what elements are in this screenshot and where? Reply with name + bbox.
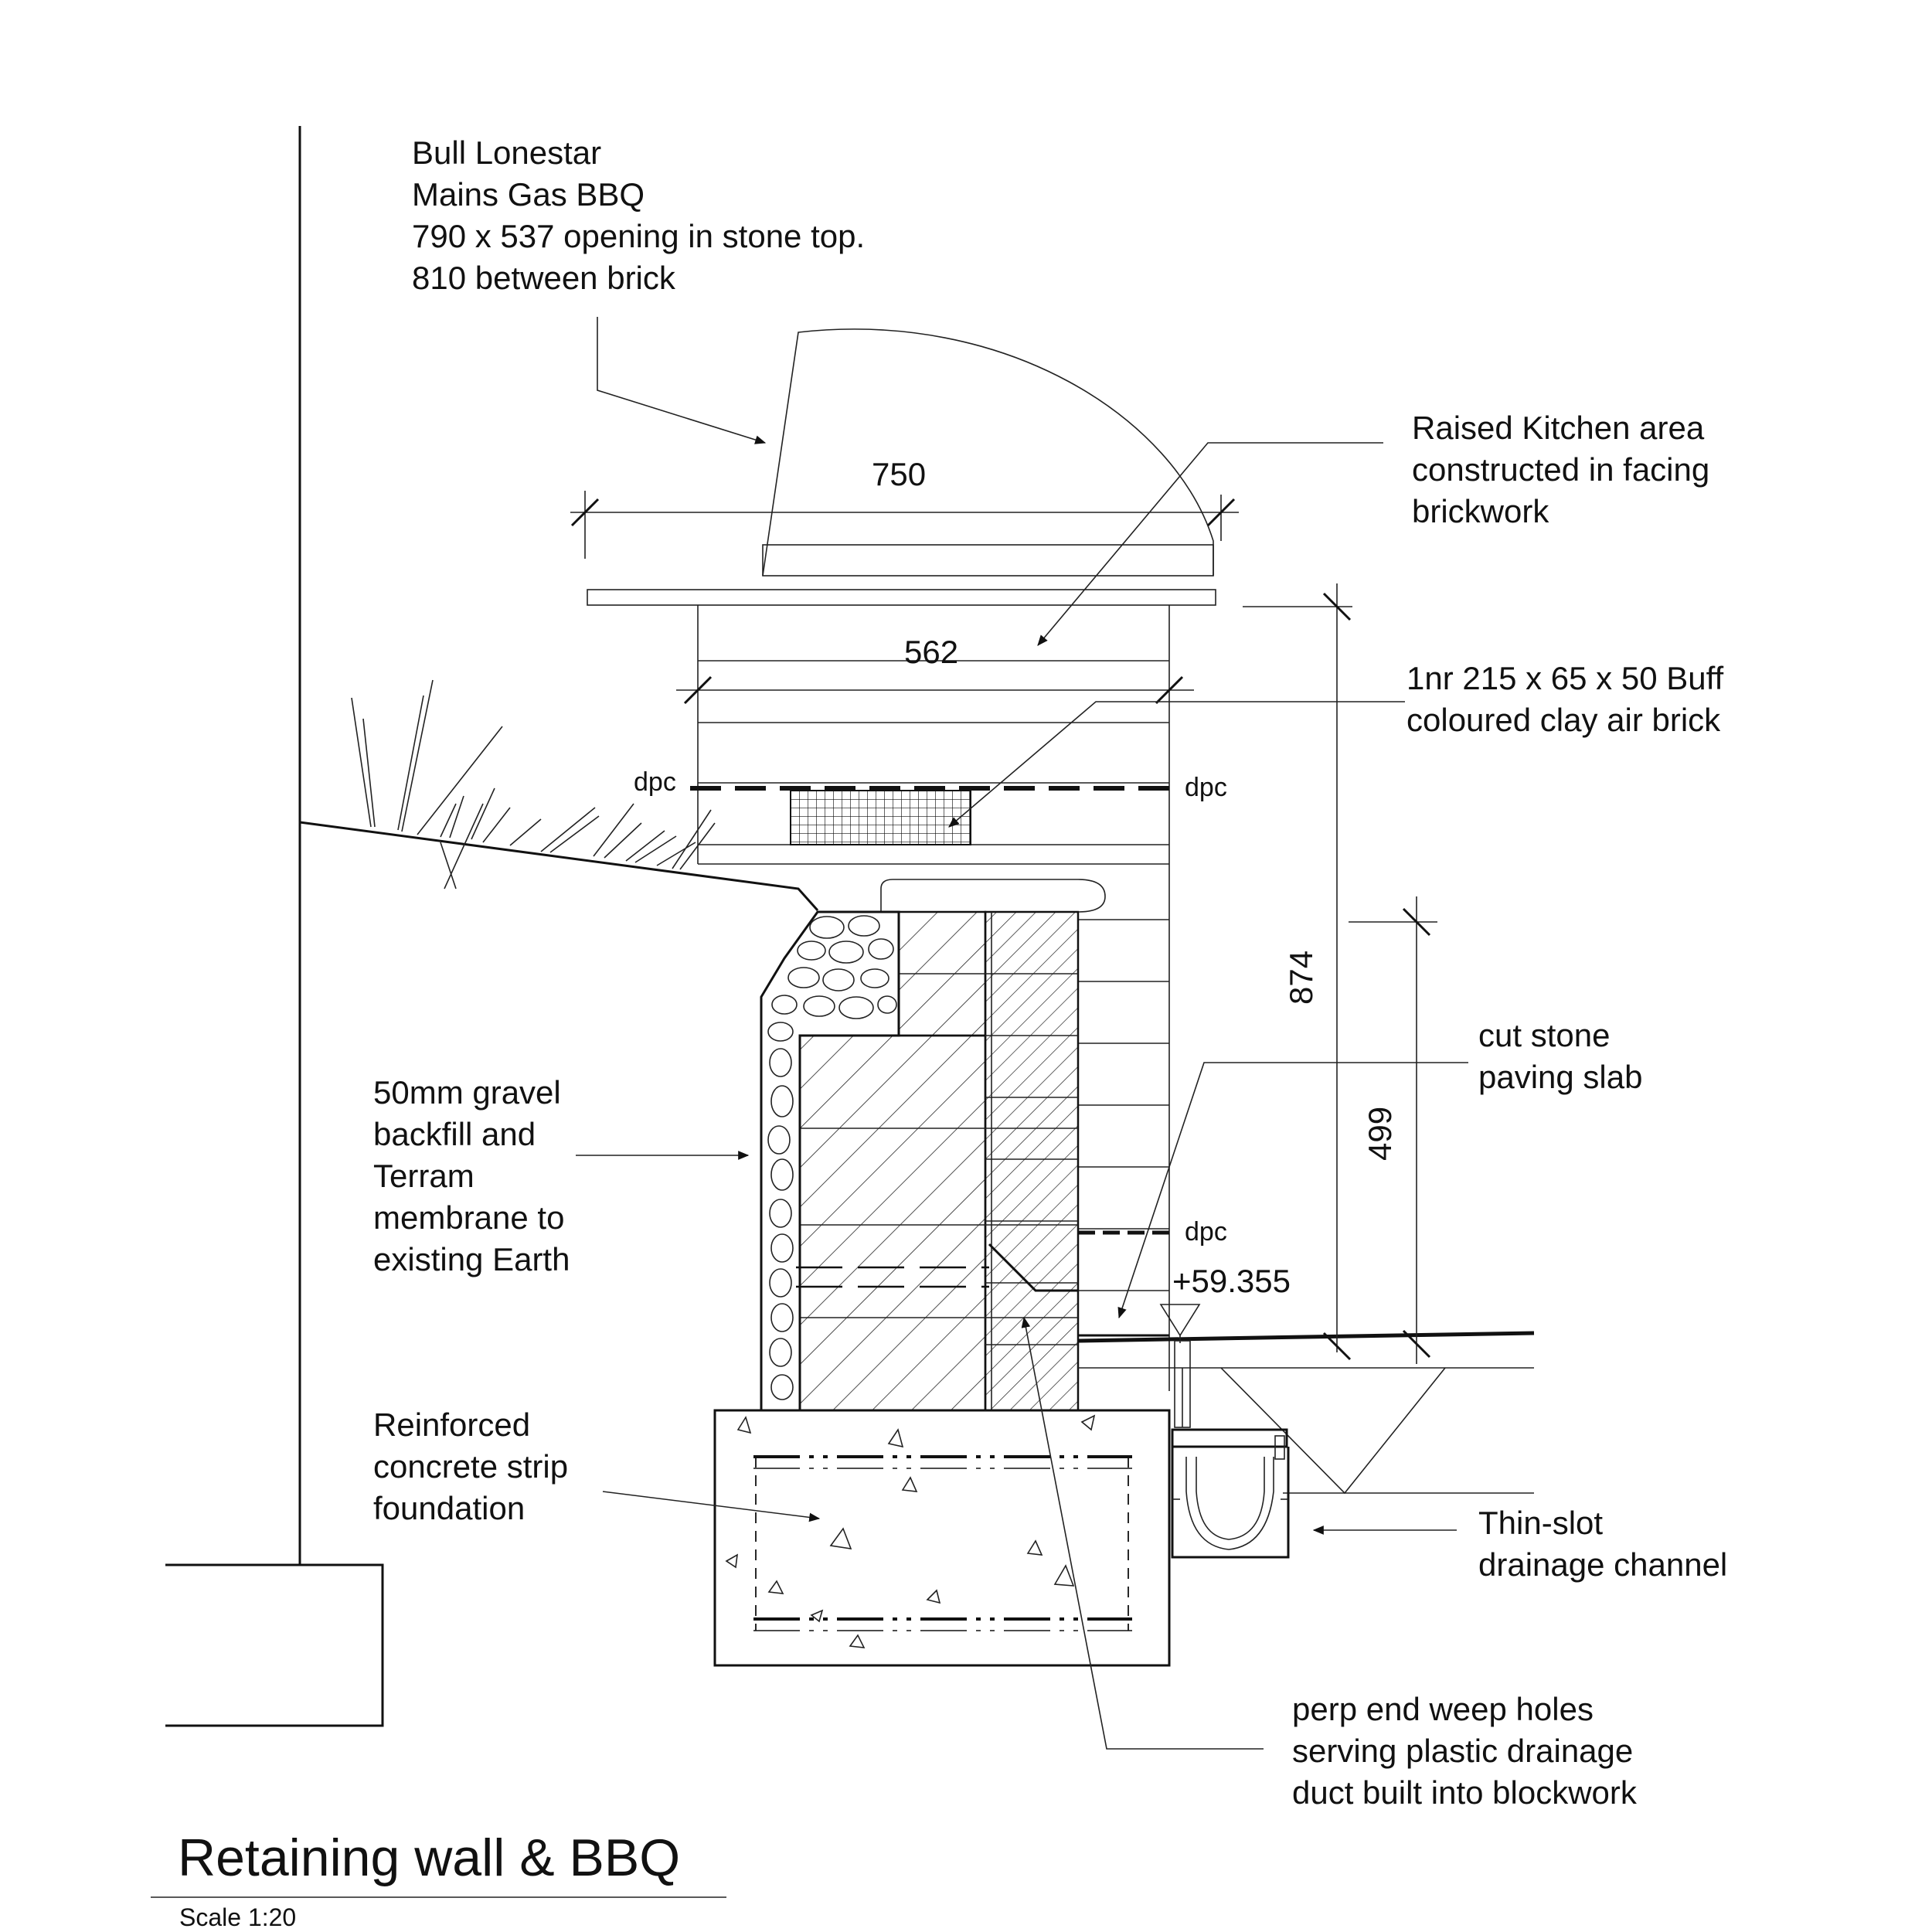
- concrete-foundation: [713, 1409, 1171, 1667]
- drawing-scale: Scale 1:20: [179, 1903, 296, 1931]
- retaining-blockwork: [796, 910, 1080, 1412]
- bbq-unit: [762, 328, 1214, 577]
- svg-text:Bull Lonestar: Bull Lonestar: [412, 134, 601, 171]
- dimension-874-label: 874: [1283, 951, 1319, 1005]
- dpc-label-lower: dpc: [1185, 1217, 1227, 1247]
- svg-text:concrete strip: concrete strip: [373, 1448, 568, 1485]
- level-label: +59.355: [1172, 1263, 1291, 1299]
- stone-top: [587, 589, 1216, 606]
- svg-text:backfill and: backfill and: [373, 1116, 536, 1152]
- drainage-channel: [1171, 1340, 1290, 1559]
- svg-text:810 between brick: 810 between brick: [412, 260, 676, 296]
- coping-stone: [880, 879, 1106, 913]
- svg-text:duct built into blockwork: duct built into blockwork: [1292, 1774, 1638, 1811]
- svg-text:perp end weep holes: perp end weep holes: [1292, 1691, 1594, 1727]
- svg-text:cut stone: cut stone: [1478, 1017, 1610, 1053]
- svg-text:existing Earth: existing Earth: [373, 1241, 570, 1277]
- note-kitchen: Raised Kitchen area constructed in facin…: [1412, 410, 1709, 529]
- note-channel: Thin-slot drainage channel: [1478, 1505, 1727, 1583]
- svg-text:brickwork: brickwork: [1412, 493, 1549, 529]
- dimension-499: [1349, 896, 1437, 1364]
- ground-slope: [299, 679, 819, 911]
- air-brick: [790, 790, 971, 845]
- svg-text:serving plastic drainage: serving plastic drainage: [1292, 1733, 1633, 1769]
- existing-wall: [165, 126, 384, 1727]
- svg-text:coloured clay air brick: coloured clay air brick: [1406, 702, 1721, 738]
- note-bbq: Bull Lonestar Mains Gas BBQ 790 x 537 op…: [412, 134, 865, 296]
- level-marker-icon: [1159, 1304, 1201, 1343]
- svg-text:50mm gravel: 50mm gravel: [373, 1074, 561, 1111]
- note-foundation: Reinforced concrete strip foundation: [373, 1406, 568, 1526]
- dimension-562: [676, 675, 1194, 705]
- dpc-label-right: dpc: [1185, 773, 1227, 802]
- svg-text:foundation: foundation: [373, 1490, 525, 1526]
- svg-text:paving slab: paving slab: [1478, 1059, 1642, 1095]
- note-gravel: 50mm gravel backfill and Terram membrane…: [373, 1074, 570, 1277]
- grass-icon: [351, 679, 716, 889]
- dimension-874: [1243, 583, 1352, 1361]
- leader-lines: [576, 317, 1468, 1750]
- svg-text:Terram: Terram: [373, 1158, 474, 1194]
- svg-text:Raised Kitchen area: Raised Kitchen area: [1412, 410, 1705, 446]
- dpc-label-left: dpc: [634, 767, 676, 797]
- svg-text:790 x 537 opening in stone top: 790 x 537 opening in stone top.: [412, 218, 865, 254]
- dimension-499-label: 499: [1362, 1107, 1398, 1161]
- svg-text:1nr 215 x 65 x 50 Buff: 1nr 215 x 65 x 50 Buff: [1406, 660, 1724, 696]
- note-paving: cut stone paving slab: [1478, 1017, 1642, 1095]
- dimension-562-label: 562: [904, 634, 958, 670]
- note-air-brick: 1nr 215 x 65 x 50 Buff coloured clay air…: [1406, 660, 1724, 738]
- dimension-750-label: 750: [872, 456, 926, 492]
- svg-text:Thin-slot: Thin-slot: [1478, 1505, 1603, 1541]
- svg-text:constructed in facing: constructed in facing: [1412, 451, 1709, 488]
- dimension-750: [570, 491, 1239, 559]
- svg-text:membrane to: membrane to: [373, 1199, 564, 1236]
- svg-text:drainage channel: drainage channel: [1478, 1546, 1727, 1583]
- drawing-title: Retaining wall & BBQ: [178, 1828, 680, 1887]
- svg-text:Reinforced: Reinforced: [373, 1406, 530, 1443]
- note-weep: perp end weep holes serving plastic drai…: [1292, 1691, 1638, 1811]
- svg-text:Mains Gas BBQ: Mains Gas BBQ: [412, 176, 645, 213]
- kitchen-brickwork: [697, 605, 1170, 1391]
- paving-and-ground: [1077, 1331, 1535, 1495]
